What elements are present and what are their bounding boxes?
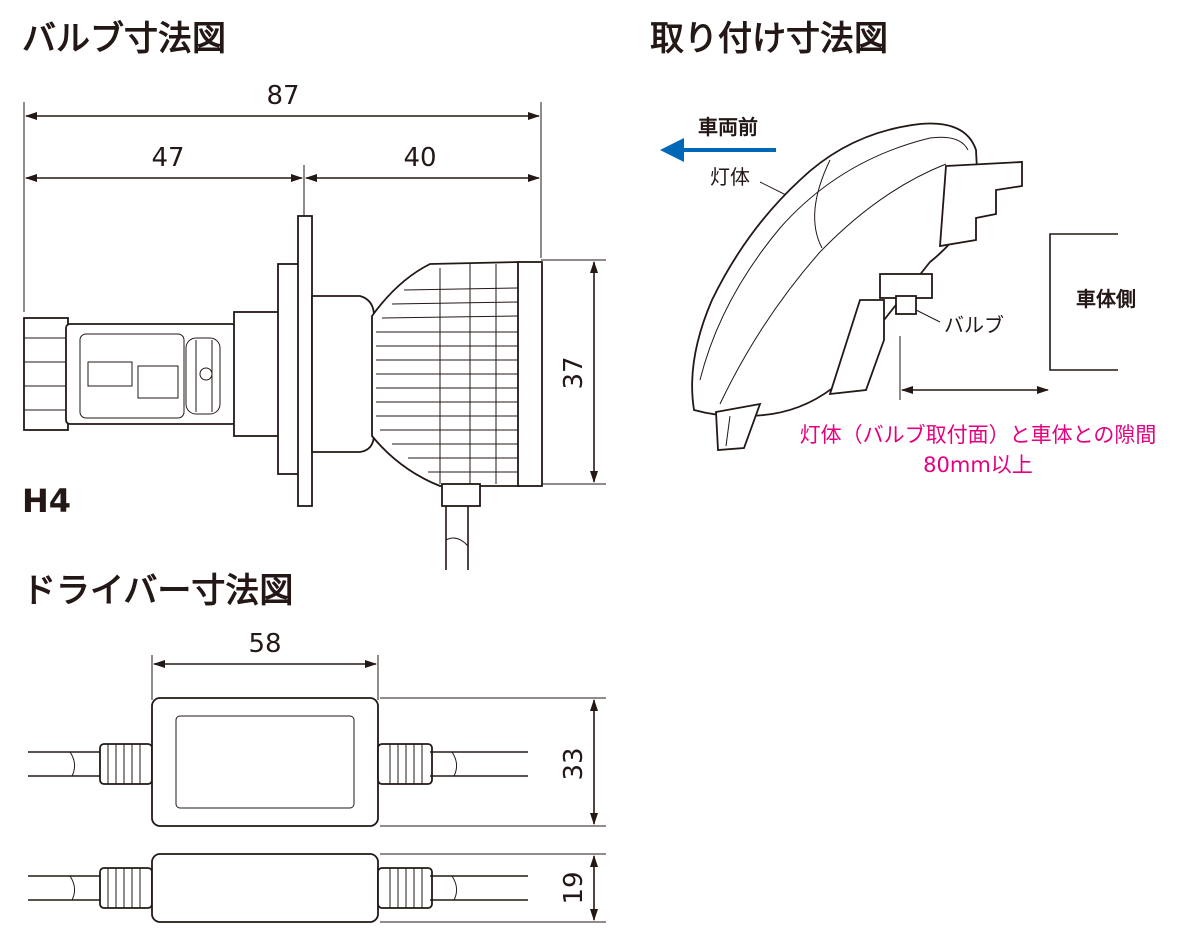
- headlamp-rear-bracket: [939, 161, 1023, 248]
- lamp-label: 灯体: [710, 165, 750, 189]
- bulb-connector-block: [23, 317, 69, 431]
- bulb-cable: [445, 506, 469, 570]
- bulb-dimension-section: バルブ寸法図 87 47 40 37: [22, 19, 606, 570]
- bulb-collar: [233, 311, 281, 437]
- led-bulb-illustration: [23, 215, 543, 570]
- bulb-model-label: H4: [22, 482, 71, 520]
- bulb-head-length-value: 40: [403, 143, 436, 173]
- driver-input-cable: [28, 751, 104, 777]
- bulb-base-length-value: 47: [151, 143, 184, 173]
- headlamp-lower-housing: [828, 299, 885, 396]
- bulb-base-housing: [65, 323, 237, 425]
- driver-side-input-cable: [28, 875, 104, 901]
- driver-side-view: [28, 853, 528, 923]
- bulb-height-value: 37: [559, 356, 589, 389]
- vehicle-body-outline: [1049, 233, 1118, 371]
- vehicle-front-arrow-icon: [660, 138, 684, 162]
- bulb-position-label: バルブ: [944, 313, 1004, 337]
- headlamp-mount-tab: [715, 402, 762, 451]
- driver-output-cable: [430, 751, 528, 777]
- bulb-socket-cap: [895, 295, 917, 315]
- driver-side-output-strain-relief: [377, 867, 433, 909]
- vehicle-front-label: 車両前: [698, 115, 758, 139]
- bulb-socket-boss: [879, 273, 933, 299]
- driver-output-strain-relief: [377, 743, 433, 785]
- driver-dimension-section: ドライバー寸法図 58 33: [22, 571, 606, 923]
- gap-note-line1: 灯体（バルブ取付面）と車体との隙間: [800, 423, 1157, 447]
- driver-box-side: [151, 853, 379, 923]
- gap-note-line2: 80mm以上: [923, 453, 1033, 477]
- driver-label-area: [175, 715, 355, 809]
- bulb-dimension-title: バルブ寸法図: [22, 19, 226, 59]
- driver-height-value: 33: [559, 747, 589, 780]
- headlamp-lens: [691, 122, 979, 418]
- bulb-total-length-value: 87: [266, 81, 299, 111]
- bulb-fan-cover: [517, 261, 543, 487]
- vehicle-body-label: 車体側: [1076, 287, 1136, 311]
- bulb-cable-boot: [441, 483, 481, 507]
- driver-dimension-title: ドライバー寸法図: [22, 571, 293, 611]
- driver-side-output-cable: [430, 875, 528, 901]
- headlamp-housing-illustration: [691, 122, 1023, 451]
- mounting-dimension-section: 取り付け寸法図 車両前 灯体 バルブ 車体側: [650, 19, 1156, 477]
- driver-width-value: 58: [248, 629, 281, 659]
- bulb-socket-ring: [277, 263, 301, 475]
- bulb-mounting-flange: [297, 215, 313, 507]
- driver-top-view: [28, 697, 528, 827]
- mounting-dimension-title: 取り付け寸法図: [650, 19, 888, 59]
- driver-depth-value: 19: [559, 871, 589, 904]
- bulb-leader-line: [915, 309, 941, 323]
- bulb-neck: [311, 295, 375, 453]
- driver-box-top: [151, 697, 379, 827]
